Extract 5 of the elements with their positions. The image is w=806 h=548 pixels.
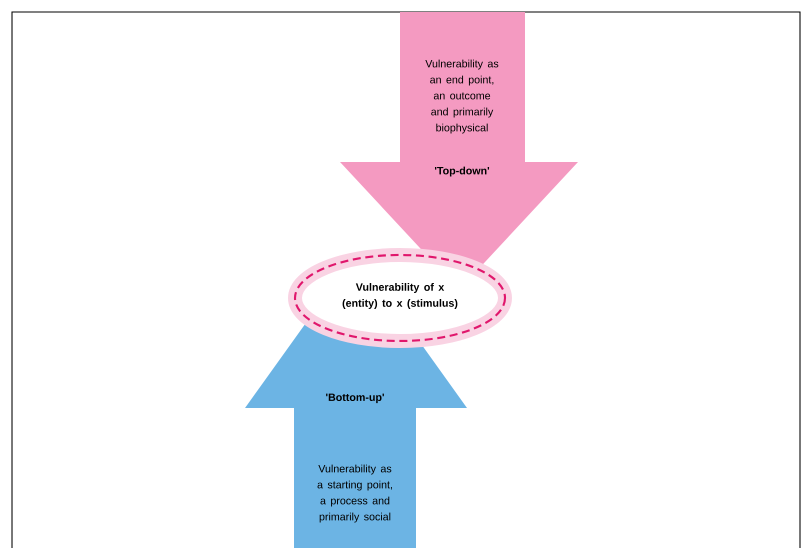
description: Vulnerability as a starting point, a process and primarily social [318, 464, 392, 523]
ellipse-label: Vulnerability of x (entity) to x (stimulus) [342, 283, 458, 309]
heading: 'Top-down' [434, 166, 490, 177]
heading: 'Bottom-up' [326, 394, 384, 404]
description: Vulnerability as an end point, an outcome and primarily biophysical [425, 60, 498, 134]
